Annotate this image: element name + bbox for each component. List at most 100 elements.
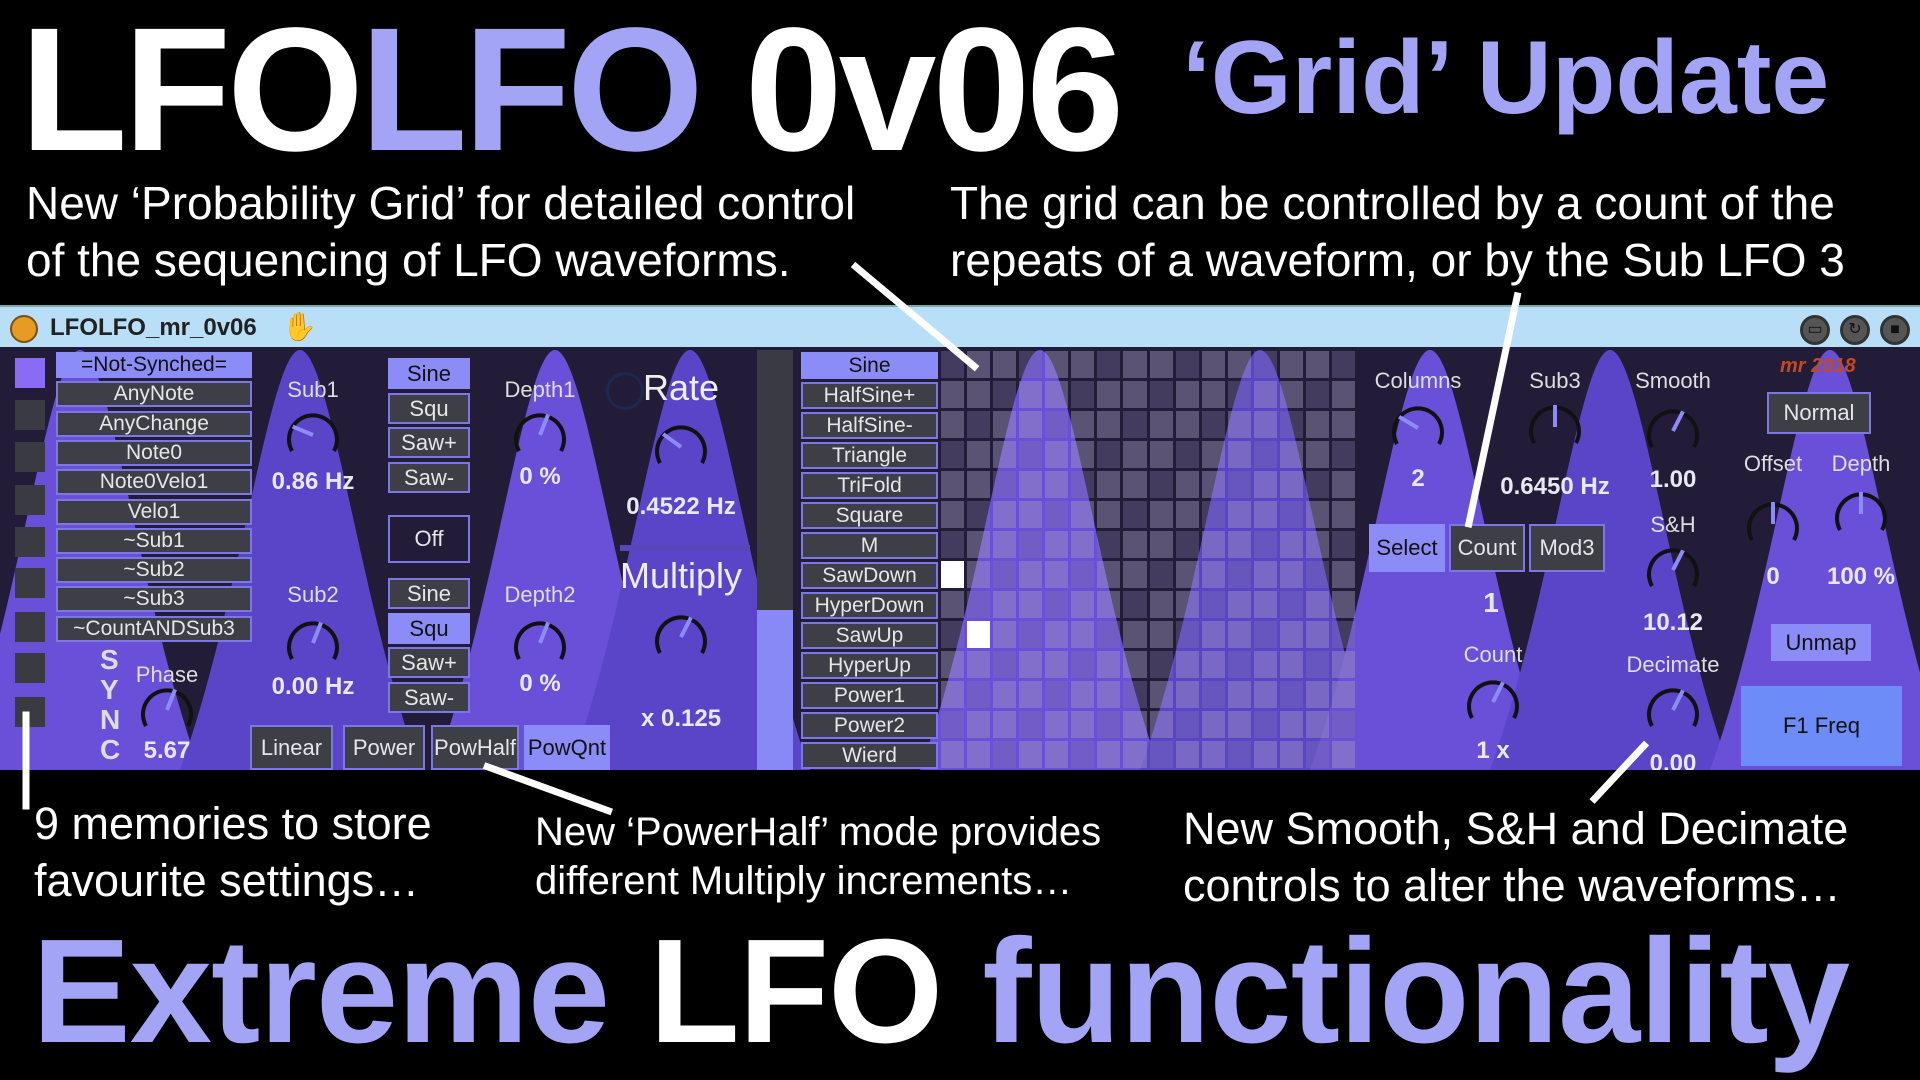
sync-mode-item[interactable]: Velo1 — [56, 498, 252, 525]
grid-cell[interactable] — [1331, 501, 1355, 528]
grid-cell[interactable] — [967, 591, 991, 618]
grid-cell[interactable] — [1019, 531, 1043, 558]
grid-cell[interactable] — [993, 561, 1017, 588]
grid-cell[interactable] — [1253, 501, 1277, 528]
grid-cell[interactable] — [1253, 681, 1277, 708]
sync-mode-item[interactable]: Note0 — [56, 439, 252, 466]
rate-sync-icon[interactable] — [606, 372, 644, 410]
waveform-item[interactable]: M — [801, 532, 938, 559]
grid-cell[interactable] — [1123, 411, 1147, 438]
grid-cell[interactable] — [1253, 441, 1277, 468]
mapped-parameter[interactable]: F1 Freq — [1741, 686, 1902, 766]
grid-cell[interactable] — [1201, 531, 1225, 558]
grid-cell[interactable] — [1305, 351, 1329, 378]
grid-cell[interactable] — [1097, 351, 1121, 378]
waveform-item[interactable]: Sine — [801, 352, 938, 379]
memory-slot[interactable] — [15, 653, 45, 683]
smooth-knob[interactable] — [1643, 401, 1703, 461]
grid-cell[interactable] — [1045, 561, 1069, 588]
grid-cell[interactable] — [1123, 561, 1147, 588]
hotswap-icon[interactable]: ▭ — [1800, 315, 1830, 345]
depth-knob[interactable] — [1831, 484, 1891, 544]
grid-cell[interactable] — [1149, 591, 1173, 618]
grid-cell[interactable] — [993, 441, 1017, 468]
grid-cell[interactable] — [1019, 741, 1043, 768]
grid-cell[interactable] — [1227, 441, 1251, 468]
grid-cell[interactable] — [1253, 471, 1277, 498]
grid-cell[interactable] — [1071, 681, 1095, 708]
grid-cell[interactable] — [1253, 351, 1277, 378]
mode-button[interactable]: Linear — [250, 725, 333, 770]
grid-cell[interactable] — [1201, 741, 1225, 768]
grid-cell[interactable] — [1149, 411, 1173, 438]
waveform-item[interactable]: SawUp — [801, 622, 938, 649]
grid-cell[interactable] — [1019, 351, 1043, 378]
waveform-item[interactable]: Square — [801, 502, 938, 529]
grid-cell[interactable] — [1253, 411, 1277, 438]
grid-cell[interactable] — [1201, 381, 1225, 408]
grid-cell[interactable] — [1175, 441, 1199, 468]
grid-cell[interactable] — [1045, 591, 1069, 618]
wave-button[interactable]: Saw- — [388, 461, 470, 493]
grid-cell[interactable] — [1253, 381, 1277, 408]
grid-cell[interactable] — [1331, 591, 1355, 618]
waveform-item[interactable]: Power1 — [801, 682, 938, 709]
grid-cell[interactable] — [1019, 591, 1043, 618]
grid-cell[interactable] — [1071, 621, 1095, 648]
grid-cell[interactable] — [1123, 741, 1147, 768]
grid-cell[interactable] — [1279, 741, 1303, 768]
grid-cell[interactable] — [1279, 591, 1303, 618]
depth1-knob[interactable] — [510, 405, 570, 465]
mode-button[interactable]: PowHalf — [431, 725, 519, 770]
grid-cell[interactable] — [1279, 681, 1303, 708]
grid-cell[interactable] — [1331, 621, 1355, 648]
grid-cell[interactable] — [1097, 411, 1121, 438]
grid-cell[interactable] — [1279, 441, 1303, 468]
grid-cell[interactable] — [1097, 531, 1121, 558]
grid-cell[interactable] — [1227, 651, 1251, 678]
grid-cell[interactable] — [1175, 681, 1199, 708]
grid-cell[interactable] — [1175, 591, 1199, 618]
grid-cell[interactable] — [1305, 381, 1329, 408]
grid-cell[interactable] — [993, 741, 1017, 768]
grid-cell[interactable] — [1227, 741, 1251, 768]
grid-cell[interactable] — [1045, 441, 1069, 468]
grid-cell[interactable] — [1201, 351, 1225, 378]
grid-cell[interactable] — [1097, 741, 1121, 768]
grid-cell[interactable] — [1201, 441, 1225, 468]
memory-slot[interactable] — [15, 527, 45, 557]
grid-cell[interactable] — [1149, 501, 1173, 528]
grid-cell[interactable] — [1149, 681, 1173, 708]
grid-cell[interactable] — [1227, 501, 1251, 528]
depth2-knob[interactable] — [510, 613, 570, 673]
grid-cell[interactable] — [1149, 651, 1173, 678]
grid-cell[interactable] — [1331, 351, 1355, 378]
grid-cell[interactable] — [1305, 561, 1329, 588]
sync-mode-item[interactable]: ~Sub2 — [56, 557, 252, 584]
grid-cell[interactable] — [1071, 711, 1095, 738]
grid-cell[interactable] — [1331, 711, 1355, 738]
grid-cell[interactable] — [1331, 441, 1355, 468]
grid-cell[interactable] — [993, 471, 1017, 498]
grid-cell[interactable] — [1201, 471, 1225, 498]
grid-cell[interactable] — [1071, 471, 1095, 498]
grid-cell[interactable] — [1019, 621, 1043, 648]
grid-cell[interactable] — [1019, 441, 1043, 468]
grid-cell[interactable] — [941, 561, 965, 588]
grid-cell[interactable] — [1331, 411, 1355, 438]
grid-cell[interactable] — [1149, 471, 1173, 498]
normal-button[interactable]: Normal — [1767, 392, 1871, 434]
grid-cell[interactable] — [1175, 411, 1199, 438]
memory-slot[interactable] — [15, 400, 45, 430]
grid-cell[interactable] — [967, 471, 991, 498]
waveform-item[interactable]: Wierd — [801, 742, 938, 769]
sync-mode-item[interactable]: =Not-Synched= — [56, 352, 252, 378]
grid-cell[interactable] — [1253, 591, 1277, 618]
probability-grid[interactable] — [940, 350, 1357, 770]
grid-cell[interactable] — [1149, 381, 1173, 408]
grid-cell[interactable] — [1071, 591, 1095, 618]
waveform-item[interactable]: TriFold — [801, 472, 938, 499]
grid-cell[interactable] — [1175, 471, 1199, 498]
grid-cell[interactable] — [993, 381, 1017, 408]
grid-cell[interactable] — [1305, 411, 1329, 438]
